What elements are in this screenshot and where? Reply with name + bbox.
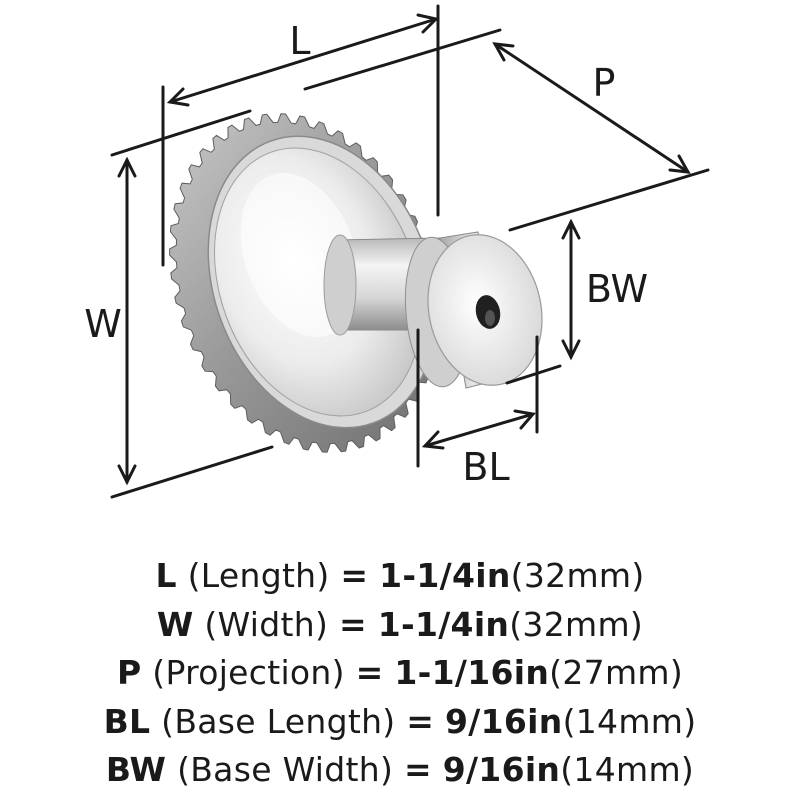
- spec-name: (Base Length): [161, 701, 396, 741]
- spec-name: (Length): [187, 556, 330, 595]
- spec-name: (Projection): [152, 653, 345, 692]
- label-bw: BW: [586, 267, 648, 311]
- bl-arrow-right: [513, 409, 536, 430]
- spec-row-base-width: BW (Base Width) = 9/16in(14mm): [0, 746, 800, 795]
- l-dim-line: [168, 17, 438, 104]
- spec-metric: (32mm): [510, 556, 645, 595]
- spec-row-projection: P (Projection) = 1-1/16in(27mm): [0, 649, 800, 698]
- hook-dimension-diagram: L W P BW BL: [84, 4, 710, 499]
- spec-metric: (27mm): [549, 653, 684, 692]
- bl-arrow-left: [421, 430, 445, 450]
- w-ext-bottom: [110, 445, 274, 499]
- screw-hole-highlight: [485, 310, 495, 326]
- l-arrow-right: [416, 13, 439, 34]
- label-w: W: [84, 302, 122, 346]
- spec-imperial: 1-1/4in: [379, 556, 511, 595]
- spec-row-base-length: BL (Base Length) = 9/16in(14mm): [0, 698, 800, 747]
- dimension-lines: [110, 4, 710, 499]
- spec-code: BW: [105, 750, 167, 789]
- spec-imperial: 9/16in: [445, 701, 563, 741]
- hook-cap: [404, 231, 543, 389]
- spec-equals: =: [403, 750, 432, 789]
- spec-code: W: [156, 604, 194, 644]
- spec-row-length: L (Length) = 1-1/4in(32mm): [0, 552, 800, 601]
- dimension-spec-list: L (Length) = 1-1/4in(32mm) W (Width) = 1…: [0, 552, 800, 795]
- spec-code: BL: [103, 701, 151, 741]
- stem-root: [323, 234, 357, 336]
- spec-row-width: W (Width) = 1-1/4in(32mm): [0, 601, 800, 650]
- spec-metric: (14mm): [562, 701, 697, 741]
- label-bl: BL: [462, 445, 509, 489]
- p-ext-right: [508, 168, 710, 232]
- bw-arrow-bottom: [561, 339, 581, 361]
- spec-equals: =: [340, 556, 369, 595]
- label-l: L: [289, 19, 310, 63]
- w-ext-top: [110, 109, 252, 157]
- spec-equals: =: [406, 701, 435, 741]
- spec-metric: (14mm): [560, 750, 695, 789]
- w-arrow-bottom: [117, 464, 137, 486]
- w-arrow-top: [117, 156, 137, 178]
- spec-equals: =: [338, 604, 367, 644]
- spec-name: (Width): [204, 604, 329, 644]
- label-p: P: [593, 61, 616, 105]
- p-dim-line: [493, 42, 690, 174]
- spec-imperial: 9/16in: [442, 750, 561, 789]
- p-arrow-bottom: [668, 154, 691, 174]
- spec-imperial: 1-1/4in: [377, 604, 510, 644]
- l-arrow-left: [166, 87, 190, 107]
- p-ext-left: [303, 28, 502, 91]
- spec-code: L: [155, 556, 177, 595]
- bw-ext-bottom: [505, 364, 562, 385]
- p-arrow-top: [492, 42, 515, 62]
- spec-metric: (32mm): [509, 604, 644, 644]
- bw-arrow-top: [561, 218, 581, 240]
- spec-code: P: [116, 653, 142, 692]
- bl-dim-line: [423, 412, 535, 448]
- spec-imperial: 1-1/16in: [394, 653, 550, 692]
- spec-name: (Base Width): [177, 750, 394, 789]
- spec-equals: =: [355, 653, 384, 692]
